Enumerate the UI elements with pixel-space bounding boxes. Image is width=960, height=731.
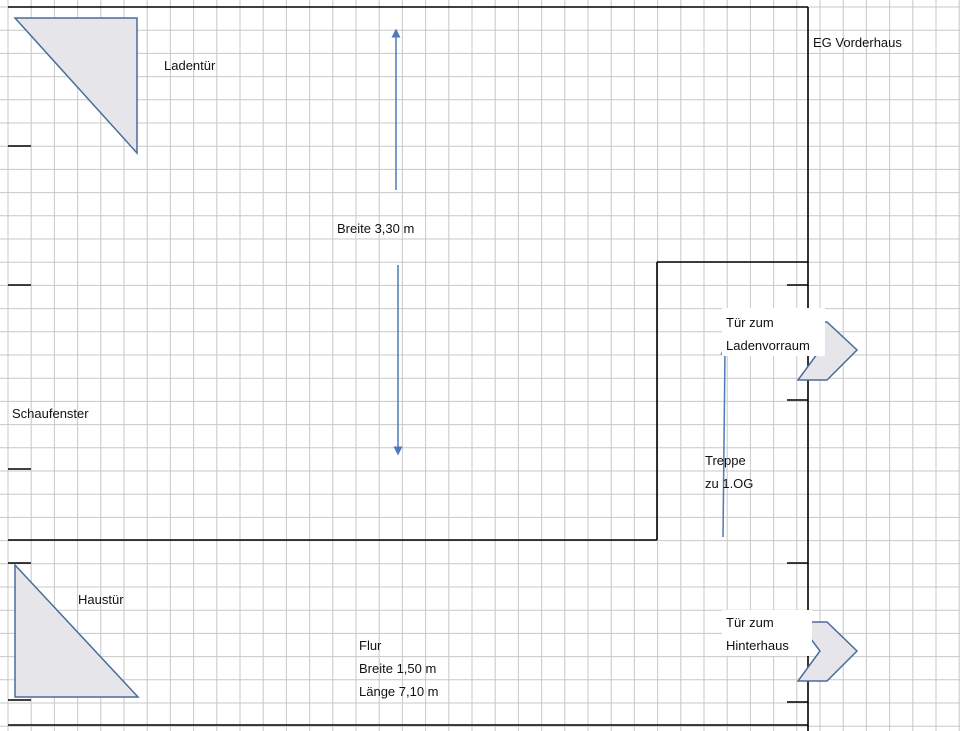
- door-anteroom-label-line2: Ladenvorraum: [726, 338, 810, 353]
- door-anteroom-label: Tür zum Ladenvorraum: [722, 308, 825, 356]
- shop-door-label: Ladentür: [164, 58, 216, 73]
- door-anteroom-label-line1: Tür zum: [726, 315, 774, 330]
- stairs-label-line1: Treppe: [705, 453, 746, 468]
- door-rear-label-line1: Tür zum: [726, 615, 774, 630]
- door-rear-chevron: [796, 621, 859, 682]
- front-door-label: Haustür: [78, 592, 124, 607]
- plan-title: EG Vorderhaus: [813, 35, 902, 50]
- shop-door-symbol: [13, 17, 138, 155]
- door-rear-label-line2: Hinterhaus: [726, 638, 789, 653]
- walls: [8, 6, 809, 731]
- stairs-label-line2: zu 1.OG: [705, 476, 753, 491]
- front-door-symbol: [14, 563, 140, 698]
- door-rear-label: Tür zum Hinterhaus: [722, 610, 812, 656]
- door-anteroom-label-clip: Ladenvorraum: [726, 338, 810, 353]
- hallway-length-label: Länge 7,10 m: [359, 684, 439, 699]
- hallway-width-label: Breite 1,50 m: [359, 661, 436, 676]
- hallway-name-label: Flur: [359, 638, 382, 653]
- shop-window-label: Schaufenster: [12, 406, 89, 421]
- stairs-arrow: [720, 345, 730, 538]
- room-width-label: Breite 3,30 m: [337, 221, 414, 236]
